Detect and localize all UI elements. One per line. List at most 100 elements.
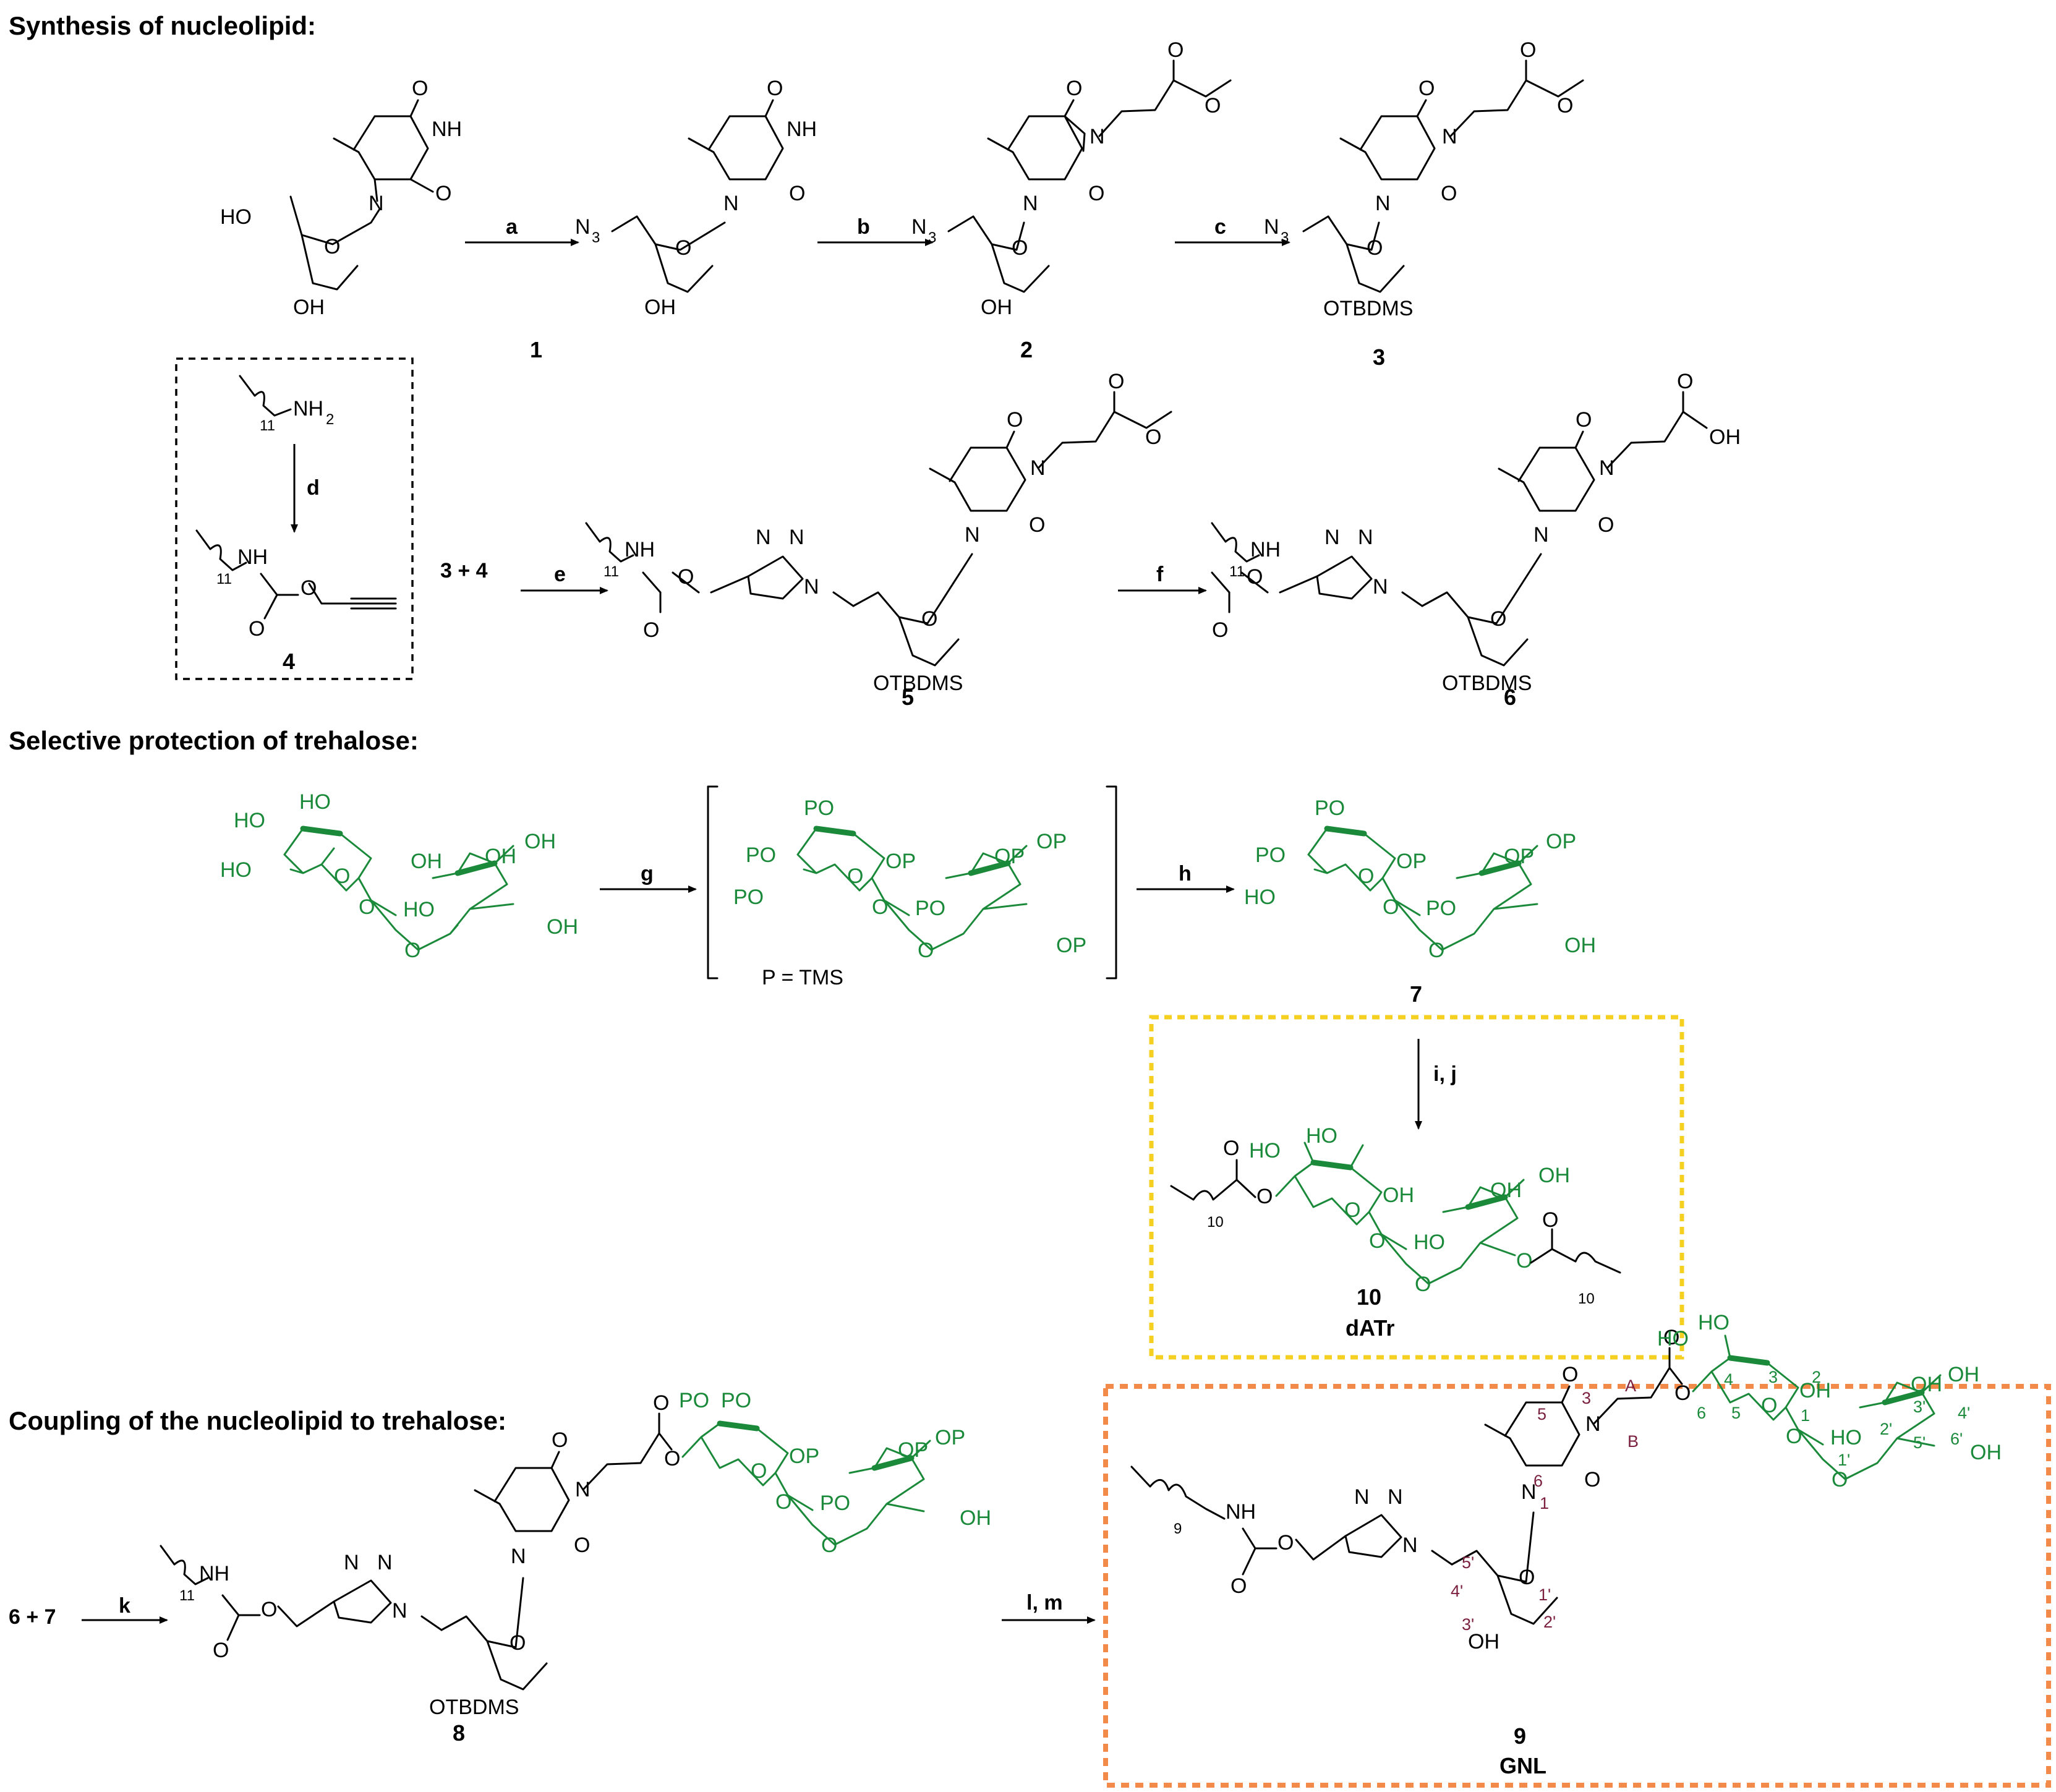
svg-text:O: O [918,939,934,962]
reagent-d: d [307,476,320,500]
svg-text:O: O [1415,1273,1431,1296]
svg-text:O: O [261,1598,277,1621]
svg-text:HO: HO [299,790,331,814]
svg-text:N: N [1354,1485,1370,1509]
svg-text:3: 3 [1768,1368,1778,1386]
box-datr [1149,1015,1684,1360]
svg-text:3': 3' [1913,1397,1926,1416]
svg-text:HO: HO [1830,1426,1862,1449]
svg-text:O: O [1007,408,1023,432]
svg-text:O: O [574,1534,590,1557]
svg-text:5': 5' [1913,1433,1926,1452]
svg-text:3: 3 [1582,1389,1591,1407]
svg-text:HO: HO [1698,1311,1730,1334]
reagent-f: f [1156,563,1164,586]
svg-text:N: N [1373,575,1388,599]
svg-text:2: 2 [1812,1368,1821,1386]
svg-text:O: O [1520,38,1536,62]
svg-text:N: N [1402,1534,1418,1557]
compound-label-8: 8 [453,1720,465,1746]
svg-text:N: N [965,523,980,547]
svg-text:OH: OH [1383,1184,1414,1207]
svg-text:N: N [575,215,591,239]
svg-text:OP: OP [1546,830,1576,853]
svg-text:O: O [1562,1363,1578,1386]
svg-text:OH: OH [644,296,676,319]
compound-label-2: 2 [1020,337,1033,362]
svg-text:3': 3' [1462,1615,1474,1634]
svg-text:2': 2' [1543,1613,1556,1631]
svg-text:O: O [552,1428,568,1452]
svg-text:N: N [344,1551,359,1574]
svg-text:11: 11 [216,571,232,587]
bracket-right [1106,785,1117,979]
svg-text:O: O [1145,425,1161,449]
svg-text:OH: OH [1564,934,1596,957]
svg-text:1': 1' [1838,1451,1850,1469]
compound-3-structure: O N O N O O N 3 O OTBDMS [1264,38,1584,320]
svg-text:HO: HO [1306,1124,1337,1148]
svg-text:N: N [804,575,819,599]
svg-text:O: O [1223,1137,1239,1160]
svg-text:O: O [664,1447,680,1470]
svg-text:3: 3 [1281,229,1289,246]
reagent-a: a [506,215,518,239]
compound-label-9: 9 [1514,1723,1526,1749]
svg-text:O: O [1832,1468,1848,1491]
svg-text:O: O [1584,1468,1600,1491]
svg-text:PO: PO [746,843,776,867]
svg-text:O: O [412,77,428,100]
svg-text:O: O [821,1534,837,1557]
svg-text:N: N [723,192,739,215]
reagent-lm: l, m [1026,1591,1063,1615]
compound-4-structure: NH 2 11 NH 11 O O [195,375,397,641]
svg-text:1: 1 [1801,1406,1810,1425]
svg-text:O: O [1344,1198,1360,1222]
svg-text:O: O [1088,182,1104,205]
svg-text:HO: HO [220,858,252,882]
svg-text:NH: NH [293,397,323,420]
svg-text:OH: OH [1911,1373,1942,1396]
svg-text:N: N [1442,125,1457,148]
svg-text:O: O [1212,618,1228,642]
svg-text:O: O [1677,370,1693,393]
svg-text:O: O [1369,1229,1385,1253]
svg-text:OTBDMS: OTBDMS [429,1696,519,1719]
svg-text:1: 1 [1540,1494,1549,1513]
svg-text:6: 6 [1533,1472,1543,1490]
compound-10-structure: O O 10 HO HO OH O O O OH OH HO O O 10 [1170,1124,1621,1307]
svg-text:10: 10 [1207,1214,1224,1231]
reactants-6-7: 6 + 7 [9,1605,56,1629]
svg-text:OH: OH [1538,1164,1570,1187]
compound-9-structure: 9 NH O O N N N O OH O N O N O O HO HO OH… [1130,1311,2002,1653]
svg-text:O: O [1598,513,1614,537]
box-compound-4 [175,357,414,680]
tms-trehalose-structure: PO PO PO OP O O O OP OP PO OP [733,796,1086,962]
svg-text:OH: OH [1490,1179,1522,1202]
svg-text:N: N [1023,192,1038,215]
svg-text:O: O [1786,1425,1802,1448]
svg-text:O: O [1663,1326,1679,1349]
svg-text:3: 3 [928,229,936,246]
svg-text:NH: NH [199,1562,229,1585]
svg-text:O: O [404,939,420,962]
svg-text:NH: NH [237,545,268,569]
reagent-e: e [554,563,566,586]
svg-text:2': 2' [1880,1420,1892,1438]
svg-text:PO: PO [820,1491,850,1515]
svg-text:O: O [1231,1574,1247,1598]
svg-text:HO: HO [1249,1139,1281,1163]
compound-label-3: 3 [1373,344,1385,370]
compound-label-gnl: GNL [1499,1753,1546,1778]
svg-text:O: O [1519,1566,1535,1589]
svg-text:N: N [369,192,384,215]
svg-text:11: 11 [604,563,619,580]
svg-text:NH: NH [1226,1500,1256,1524]
compound-8-structure: NH 11 O O N N N O OTBDMS O N O N O O PO … [160,1389,991,1719]
svg-text:OH: OH [960,1506,991,1530]
svg-text:4': 4' [1451,1582,1463,1600]
svg-text:6: 6 [1697,1404,1706,1422]
svg-text:N: N [1375,192,1391,215]
reactants-3-4: 3 + 4 [440,559,488,582]
reagent-c: c [1214,215,1226,239]
